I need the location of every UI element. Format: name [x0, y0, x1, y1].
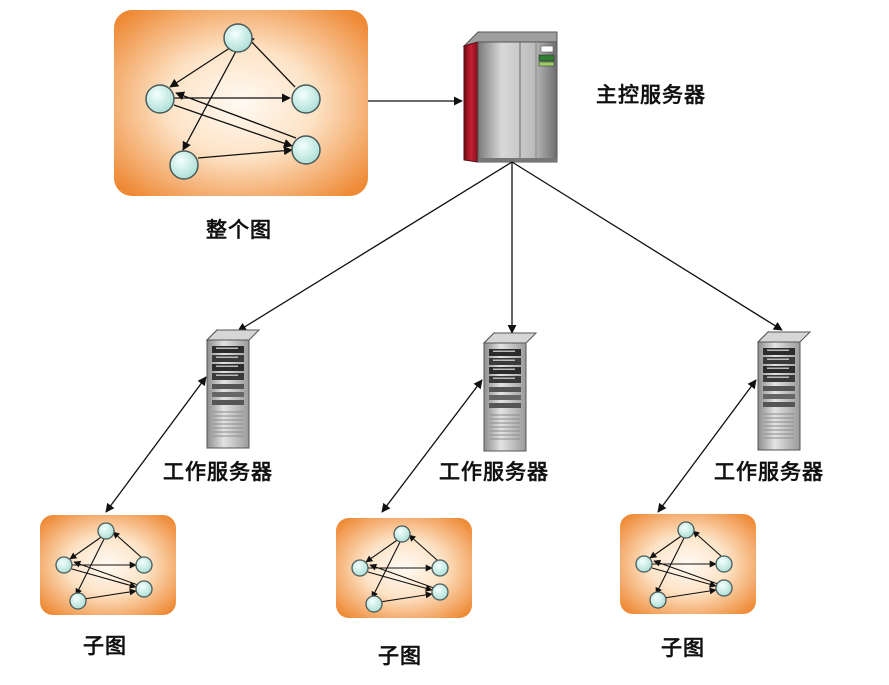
worker-server-label: 工作服务器	[163, 460, 273, 484]
edge-worker-subgraph-2	[381, 379, 483, 513]
graph-node	[223, 23, 253, 53]
tower-server-icon	[205, 328, 261, 449]
graph-network-icon	[351, 525, 449, 613]
worker-server-label: 工作服务器	[714, 460, 824, 484]
graph-node	[145, 84, 175, 114]
subgraph-label: 子图	[661, 636, 705, 660]
master-server-label: 主控服务器	[596, 83, 706, 107]
tower-server-icon	[482, 331, 538, 452]
graph-node	[169, 150, 199, 180]
mainframe-server-icon	[462, 31, 558, 163]
whole-graph-label: 整个图	[206, 218, 272, 242]
edge-master-to-worker-1	[237, 161, 513, 332]
edge-master-to-worker-3	[511, 161, 783, 331]
graph-network-icon	[55, 522, 153, 610]
edge-worker-subgraph-1	[105, 376, 207, 513]
graph-node	[291, 135, 321, 165]
worker-server-label: 工作服务器	[439, 460, 549, 484]
graph-network-icon	[635, 521, 733, 609]
subgraph-label: 子图	[83, 634, 127, 658]
subgraph-panel	[620, 514, 756, 614]
tower-server-icon	[756, 330, 812, 451]
subgraph-label: 子图	[378, 644, 422, 668]
subgraph-panel	[40, 515, 176, 615]
whole-graph-panel	[114, 10, 368, 196]
subgraph-panel	[336, 518, 472, 618]
edge-worker-subgraph-3	[657, 379, 757, 513]
graph-node	[291, 84, 321, 114]
graph-network-icon	[145, 23, 321, 180]
